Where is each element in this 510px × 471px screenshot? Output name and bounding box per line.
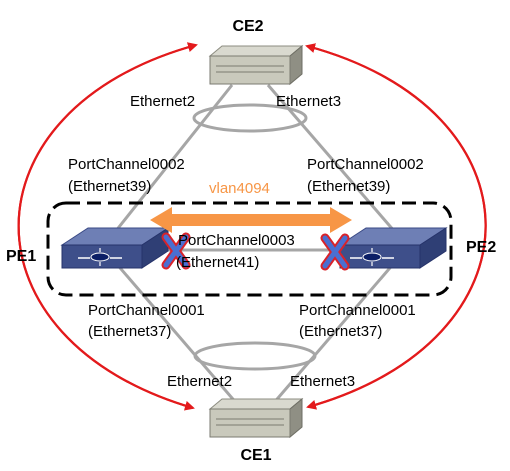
ce2-right-port-label: Ethernet3 bbox=[276, 93, 341, 110]
pe1-up-pc-label: PortChannel0002 bbox=[68, 156, 185, 173]
ce1-device bbox=[208, 397, 304, 439]
pe1-up-eth-label: (Ethernet39) bbox=[68, 178, 151, 195]
fail-icon bbox=[320, 233, 350, 271]
vlan-double-arrow bbox=[150, 207, 352, 233]
ce2-label: CE2 bbox=[232, 18, 263, 35]
link-ce1-pe1 bbox=[113, 261, 240, 406]
mlag-boundary bbox=[46, 201, 453, 297]
pe2-switch bbox=[338, 227, 448, 269]
fail-icon bbox=[161, 232, 191, 270]
pe2-down-eth-label: (Ethernet37) bbox=[299, 323, 382, 340]
flow-right-arrowhead-top bbox=[305, 43, 487, 409]
pe2-up-pc-label: PortChannel0002 bbox=[307, 156, 424, 173]
peer-eth-label: (Ethernet41) bbox=[176, 254, 259, 271]
vlan-label: vlan4094 bbox=[209, 180, 270, 197]
ce1-left-port-label: Ethernet2 bbox=[167, 373, 232, 390]
ce1-right-port-label: Ethernet3 bbox=[290, 373, 355, 390]
pe1-down-eth-label: (Ethernet37) bbox=[88, 323, 171, 340]
pe2-down-pc-label: PortChannel0001 bbox=[299, 302, 416, 319]
ce2-left-port-label: Ethernet2 bbox=[130, 93, 195, 110]
traffic-flows bbox=[17, 42, 487, 411]
link-ce1-pe2 bbox=[270, 261, 397, 406]
links bbox=[113, 84, 397, 406]
lag-ring-top bbox=[192, 103, 308, 133]
peer-pc-label: PortChannel0003 bbox=[178, 232, 295, 249]
lag-ring-bottom bbox=[193, 341, 317, 371]
pe2-up-eth-label: (Ethernet39) bbox=[307, 178, 390, 195]
pe1-label: PE1 bbox=[6, 248, 36, 265]
pe2-label: PE2 bbox=[466, 239, 496, 256]
ce1-label: CE1 bbox=[240, 447, 271, 464]
flow-left-arrowhead-top bbox=[17, 42, 198, 410]
pe1-down-pc-label: PortChannel0001 bbox=[88, 302, 205, 319]
pe1-switch bbox=[60, 227, 170, 269]
ce2-device bbox=[208, 44, 304, 86]
